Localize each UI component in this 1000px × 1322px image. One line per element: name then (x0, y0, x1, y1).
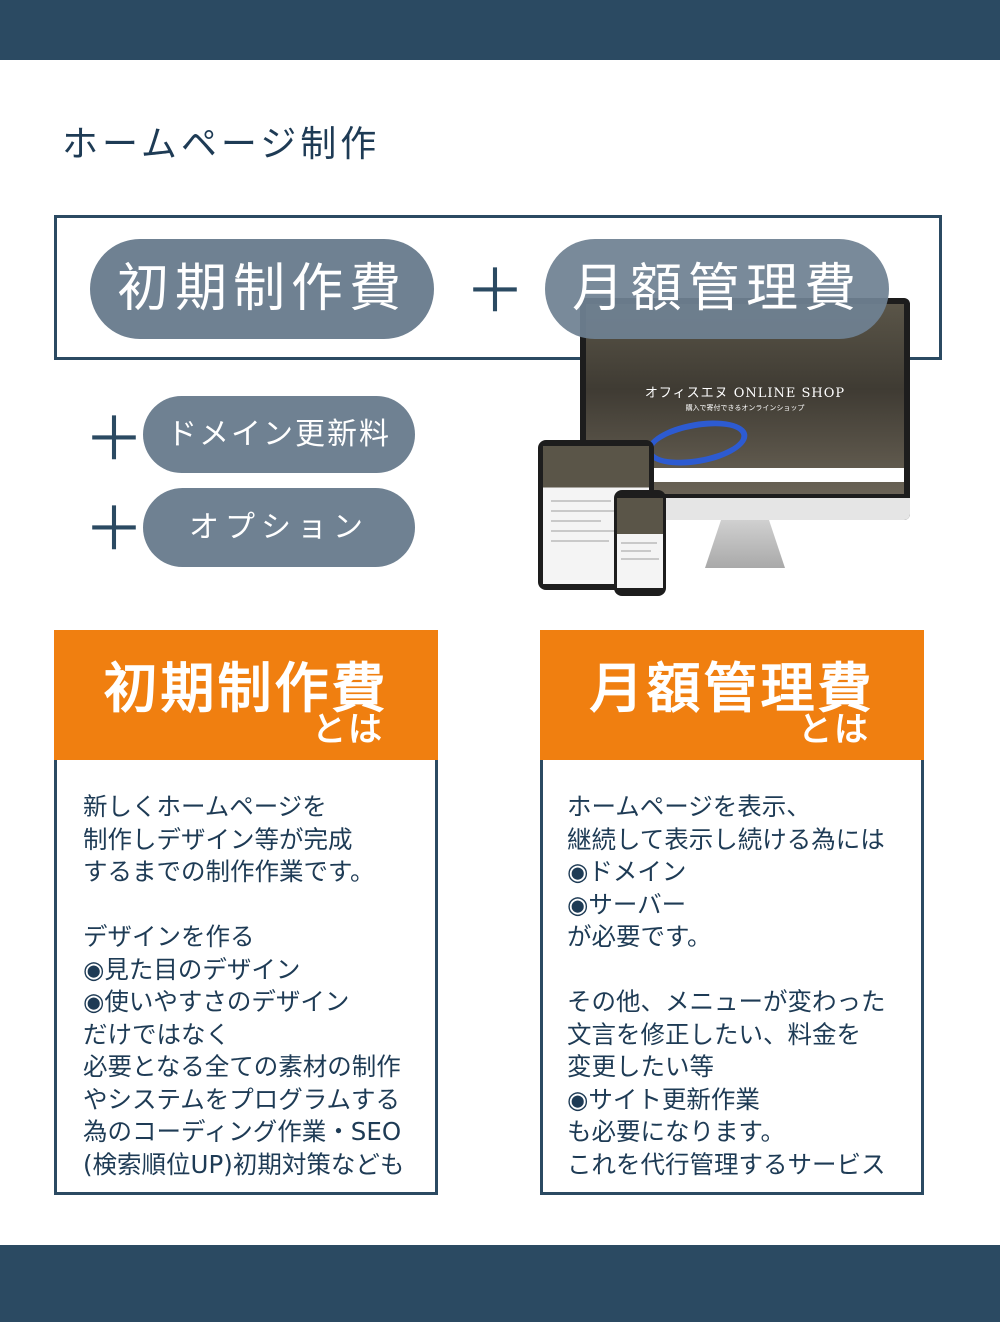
monthly-fee-pill: 月額管理費 (545, 239, 889, 339)
shop-name-text: オフィスエヌ ONLINE SHOP (644, 386, 846, 401)
card-title: 月額管理費 (589, 657, 875, 720)
plus-icon: ＋ (465, 257, 525, 327)
screen-nav-bar (606, 468, 904, 482)
initial-fee-card: 初期制作費 とは 新しくホームページを 制作しデザイン等が完成 するまでの制作作… (54, 630, 438, 1195)
card-title: 初期制作費 (103, 657, 389, 720)
wristband-image (643, 413, 751, 473)
plus-icon: ＋ (84, 495, 144, 565)
monthly-fee-card: 月額管理費 とは ホームページを表示、 継続して表示し続ける為には ◉ドメイン … (540, 630, 924, 1195)
top-banner-bar (0, 0, 1000, 60)
responsive-devices-illustration: オフィスエヌ ONLINE SHOP 購入で寄付できるオンラインショップ (530, 296, 930, 602)
initial-fee-pill: 初期制作費 (90, 239, 434, 339)
plus-icon: ＋ (84, 405, 144, 475)
card-header: 月額管理費 とは (540, 630, 924, 760)
shop-tagline-text: 購入で寄付できるオンラインショップ (685, 404, 805, 412)
card-body-text: 新しくホームページを 制作しデザイン等が完成 するまでの制作作業です。 デザイン… (83, 792, 405, 1179)
monitor-stand (705, 520, 785, 568)
card-subtitle: とは (312, 710, 384, 750)
domain-fee-pill: ドメイン更新料 (143, 396, 415, 473)
pricing-formula-box (54, 215, 942, 360)
smartphone-image (614, 490, 666, 596)
bottom-banner-bar (0, 1245, 1000, 1322)
page-title: ホームページ制作 (62, 124, 381, 165)
card-header: 初期制作費 とは (54, 630, 438, 760)
card-body-text: ホームページを表示、 継続して表示し続ける為には ◉ドメイン ◉サーバー が必要… (567, 792, 886, 1179)
option-pill: オプション (143, 488, 415, 567)
card-subtitle: とは (798, 710, 870, 750)
phone-screen (617, 498, 663, 588)
